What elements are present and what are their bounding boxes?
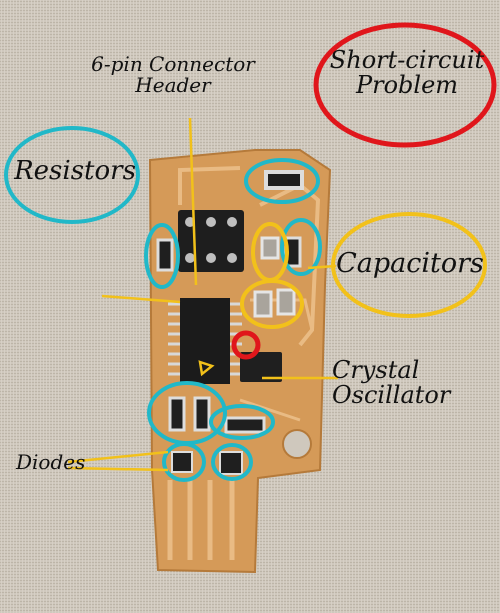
copper-trace [178, 166, 321, 347]
connector-header-label-line2: Header [135, 73, 211, 97]
copper-trace [167, 480, 235, 560]
resistors-label-circle [4, 126, 140, 224]
diode-components [171, 451, 243, 475]
crystal-oscillator-label-line1: Crystal [332, 356, 420, 384]
diode-circle [162, 442, 206, 482]
resistor-circle [244, 158, 320, 204]
microcontroller-chip [168, 298, 242, 384]
capacitor-circle [240, 279, 304, 329]
diode-circle [211, 443, 253, 481]
capacitor-components [253, 236, 296, 318]
resistor-circle [144, 223, 180, 289]
diodes-label: Diodes [16, 450, 86, 474]
connector-header-label: 6-pin Connector Header [78, 54, 268, 96]
six-pin-header [178, 210, 244, 272]
short-circuit-label-line2: Problem [355, 71, 459, 100]
diodes-pointer-line [67, 466, 169, 472]
resistors-label: Resistors [14, 156, 136, 186]
capacitors-label: Capacitors [336, 248, 484, 279]
crystal-oscillator-label-line2: Oscillator [332, 381, 451, 410]
connector-pointer-line [188, 117, 198, 286]
chip-direction-marker [198, 360, 215, 377]
short-circuit-label-line1: Short-circuit [329, 46, 485, 74]
connector-header-label-line1: 6-pin Connector [91, 52, 255, 76]
capacitor-circle-cyan [280, 218, 322, 276]
crystal-oscillator-label: Crystal Oscillator [332, 356, 497, 410]
capacitors-pointer-line [307, 264, 337, 270]
resistor-components [156, 170, 304, 434]
chip-pointer-line [101, 294, 181, 304]
short-circuit-location-circle [231, 330, 261, 360]
resistor-circle [209, 404, 275, 440]
diodes-pointer-line [67, 450, 169, 464]
mounting-hole [282, 429, 312, 459]
short-circuit-label: Short-circuit Problem [318, 46, 496, 100]
short-circuit-label-circle [313, 22, 497, 148]
crystal-oscillator [240, 352, 282, 382]
